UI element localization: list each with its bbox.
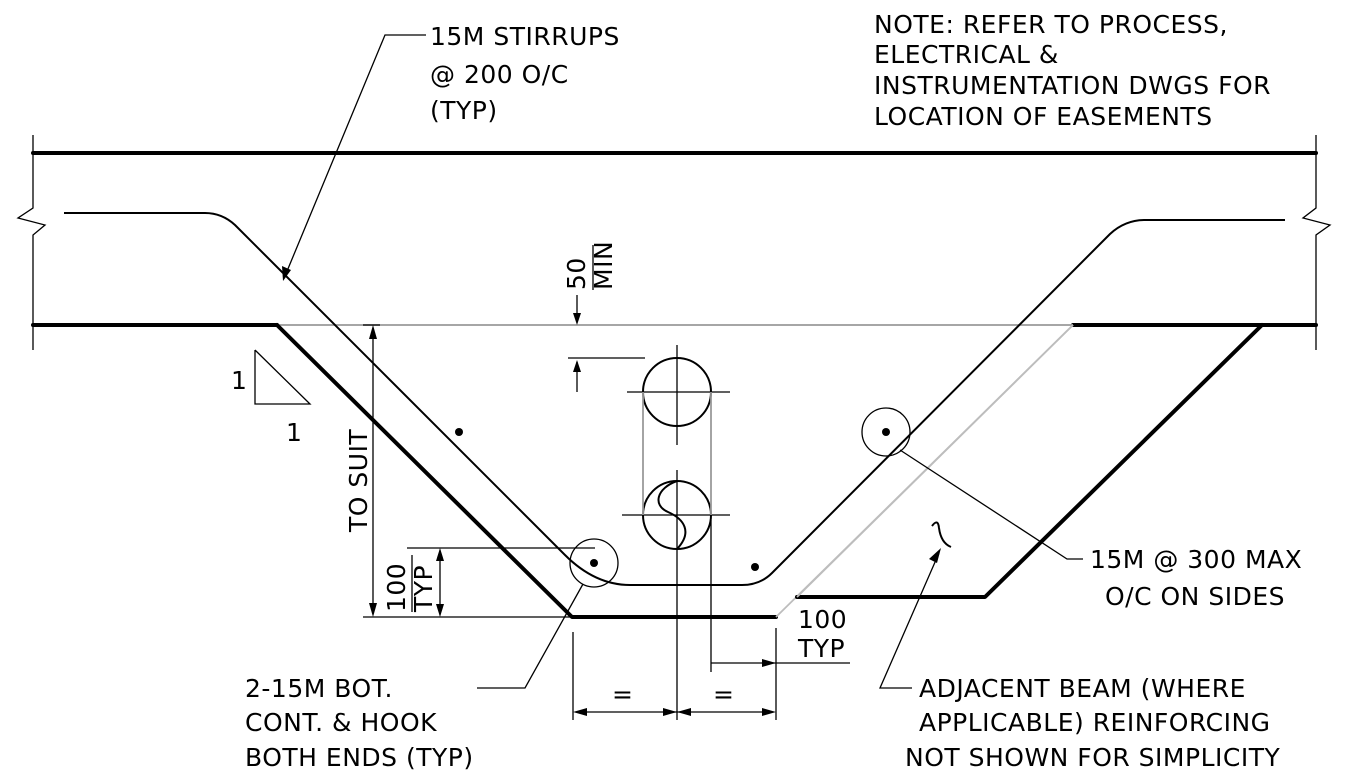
equal-arrow-mid-left [663,708,677,716]
callout-circle-bottom-bars [569,538,619,588]
adjacent-beam-label: ADJACENT BEAM (WHERE APPLICABLE) REINFOR… [905,674,1280,772]
min-cover-arrowhead [573,313,581,325]
bottom-bars-label: 2-15M BOT. CONT. & HOOK BOTH ENDS (TYP) [245,674,474,772]
note-line-3: INSTRUMENTATION DWGS FOR [874,71,1271,100]
min-cover-lower-arrowhead [573,360,581,372]
adjacent-beam-outline [795,323,1264,599]
min-cover-value: 50 [562,257,591,290]
adjacent-beam-line-2: APPLICABLE) REINFORCING [919,708,1271,737]
bottom-bars-line-1: 2-15M BOT. [245,674,393,703]
left-break-line [16,135,47,350]
note-line-1: NOTE: REFER TO PROCESS, [874,10,1228,39]
bar-cover-suffix: TYP [409,565,438,613]
adjacent-beam-hidden-edge [796,324,1074,598]
bottom-bars-leader [477,583,584,689]
equal-left-label: = [612,680,633,709]
stirrups-line-2: @ 200 O/C [430,60,569,89]
slope-rise: 1 [231,366,247,395]
side-bars-leader [899,449,1083,560]
equal-arrow-right [762,708,776,716]
rebar-dot-bottom-left [590,559,598,567]
adjacent-beam-line-3: NOT SHOWN FOR SIMPLICITY [905,743,1280,772]
beam-outline-left [275,323,778,619]
slope-run: 1 [286,418,302,447]
stirrups-label: 15M STIRRUPS @ 200 O/C (TYP) [430,22,620,125]
equal-arrow-left [573,708,587,716]
stirrups-leader-arrow [282,266,291,281]
adjacent-beam-line-1: ADJACENT BEAM (WHERE [919,674,1246,703]
slope-triangle [254,349,312,405]
depth-label: TO SUIT [344,429,373,533]
depth-arrow-bottom [369,603,377,617]
rebar-dot-left-side [455,428,463,436]
rebar-dot-bottom-right [751,563,759,571]
bottom-bars-line-2: CONT. & HOOK [245,708,437,737]
side-bars-line-2: O/C ON SIDES [1105,582,1285,611]
bar-cover-arrow-bottom [436,604,444,617]
stirrup-bar [64,212,1285,586]
callout-circle-side-bars [861,407,911,457]
right-break-line [1301,135,1332,350]
adjacent-beam-leader-arrow [929,548,941,563]
equal-right-label: = [713,680,734,709]
stirrups-line-1: 15M STIRRUPS [430,22,620,51]
equal-arrow-mid-right [677,708,691,716]
bar-cover-arrow-top [436,548,444,561]
bar-cover-value: 100 [382,563,411,612]
stirrups-line-3: (TYP) [430,96,498,125]
side-bars-line-1: 15M @ 300 MAX [1090,545,1302,574]
right-cover-value: 100 [798,605,847,634]
depth-arrow-top [369,325,377,339]
min-cover-suffix: MIN [589,241,618,290]
note-block: NOTE: REFER TO PROCESS, ELECTRICAL & INS… [874,10,1271,131]
pipe-bottom-s-symbol [657,480,687,550]
rebar-dot-right-side [882,428,890,436]
note-line-2: ELECTRICAL & [874,40,1059,69]
adjacent-beam-tilde-mark [931,521,952,548]
stirrups-leader [284,34,426,277]
note-line-4: LOCATION OF EASEMENTS [874,102,1213,131]
right-cover-suffix: TYP [797,634,845,663]
right-cover-arrow [762,659,776,667]
adjacent-beam-leader [879,552,940,689]
side-bars-label: 15M @ 300 MAX O/C ON SIDES [1090,545,1302,611]
bottom-bars-line-3: BOTH ENDS (TYP) [245,743,474,772]
